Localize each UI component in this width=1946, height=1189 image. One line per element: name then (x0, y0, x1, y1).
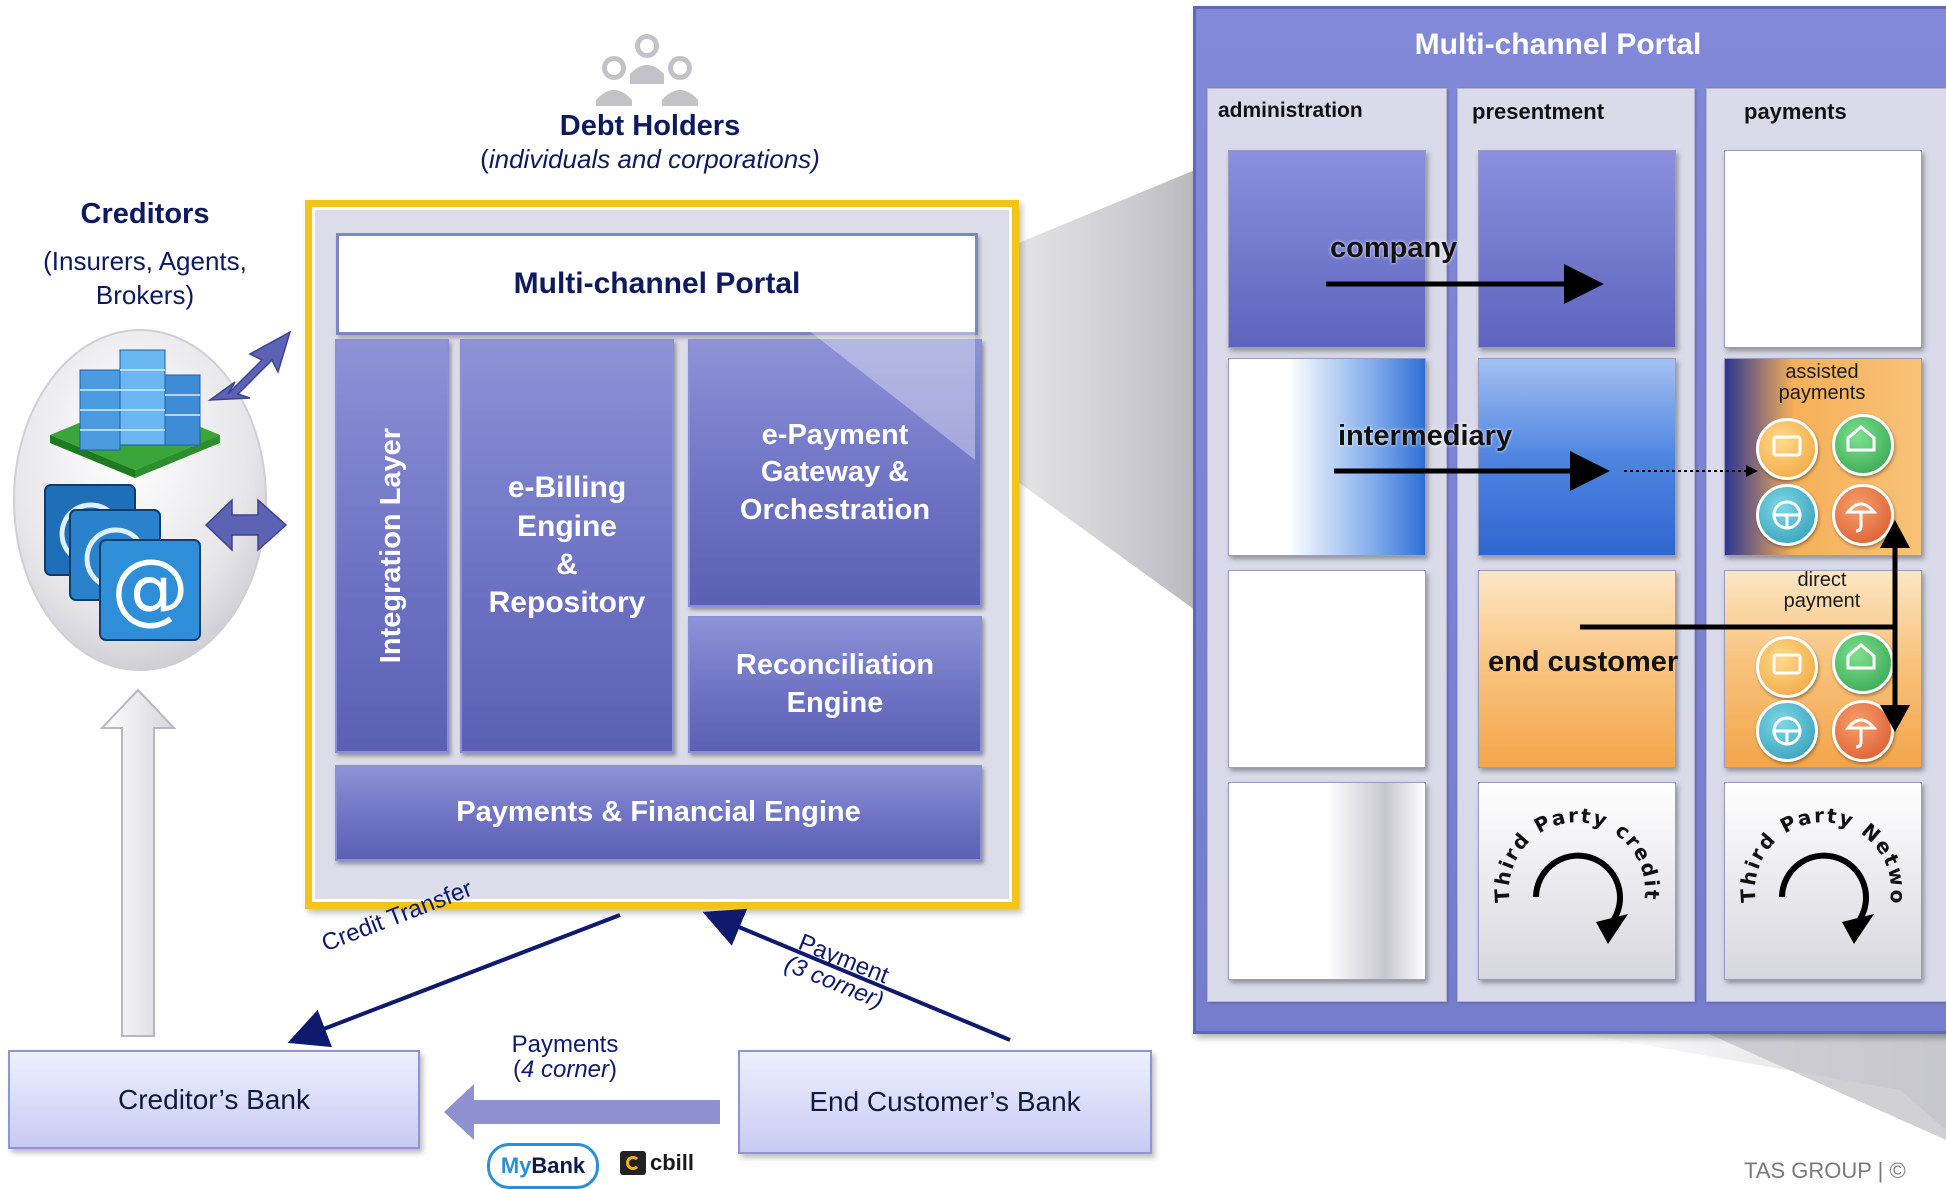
ebilling-engine: e-Billing Engine & Repository (460, 339, 674, 753)
mybank-bank: Bank (531, 1153, 586, 1178)
cell-admin-intermediary (1228, 358, 1426, 556)
cell-payments-third-party (1724, 782, 1922, 980)
end-customer-bank-label: End Customer’s Bank (809, 1086, 1081, 1117)
reconciliation-line-1: Reconciliation (735, 649, 935, 682)
umbrella-icon (1832, 484, 1894, 546)
ebilling-line-2: Engine (516, 509, 617, 543)
debt-holders-title: Debt Holders (559, 110, 741, 142)
epayment-gateway: e-Payment Gateway & Orchestration (688, 339, 982, 607)
svg-text:Third Party Network: Third Party Network (1716, 763, 1910, 907)
creditors-bank-label: Creditor’s Bank (118, 1083, 310, 1115)
cbill-logo: cbill (620, 1148, 702, 1178)
svg-text:Third Party creditor: Third Party creditor (1470, 763, 1664, 903)
column-administration-header: administration (1218, 99, 1363, 122)
debt-holders-subtitle: (individuals and corporations) (440, 144, 860, 175)
email-icon: @ @ @ (44, 484, 201, 641)
cell-presentment-end-customer (1478, 570, 1676, 768)
creditors-title: Creditors (80, 198, 210, 230)
column-presentment-header: presentment (1472, 99, 1605, 124)
integration-layer: Integration Layer (335, 339, 449, 753)
portal-box: Multi-channel Portal (336, 233, 978, 335)
home-icon (1832, 414, 1894, 476)
map-icon (1756, 636, 1818, 698)
end-customer-bank-box: End Customer’s Bank (738, 1050, 1152, 1154)
epayment-line-1: e-Payment (761, 419, 909, 452)
reconciliation-engine: Reconciliation Engine (688, 616, 982, 753)
portal-label: Multi-channel Portal (513, 267, 801, 300)
payments-financial-engine: Payments & Financial Engine (335, 765, 982, 861)
ebilling-line-1: e-Billing (507, 471, 627, 505)
building-icon (50, 349, 220, 478)
up-arrow (99, 688, 177, 1037)
direct-line-1: direct (1797, 569, 1847, 591)
debt-holders-subtitle-text: individuals and corporations) (488, 144, 820, 174)
creditors-subtitle-2: Brokers) (95, 280, 195, 310)
assisted-line-1: assisted (1785, 361, 1859, 383)
payments-4-open: ( (512, 1056, 521, 1084)
people-icon (596, 34, 698, 106)
epayment-line-2: Gateway & (760, 456, 910, 489)
row-company-label: company (1330, 232, 1458, 264)
payments-engine-label: Payments & Financial Engine (456, 796, 861, 829)
cell-presentment-company (1478, 150, 1676, 348)
third-party-creditor-label: Third Party creditor (1470, 763, 1662, 903)
creditors-subtitle-1: (Insurers, Agents, (43, 246, 247, 276)
footer-brand: TAS GROUP | © (1744, 1158, 1906, 1183)
direct-line-2: payment (1783, 590, 1861, 612)
cell-admin-third-party (1228, 782, 1426, 980)
zoom-title: Multi-channel Portal (1414, 28, 1702, 61)
mybank-my: My (500, 1153, 532, 1178)
direct-payment-label: direct payment (1724, 570, 1920, 612)
ebilling-line-3: & (556, 548, 578, 581)
cell-presentment-third-party (1478, 782, 1676, 980)
column-payments-header: payments (1744, 99, 1847, 124)
payments-4-close: ) (609, 1056, 618, 1084)
payments-4-sub-text: 4 corner (520, 1056, 610, 1084)
third-party-network-ring: Third Party Network (1716, 763, 1908, 944)
ebilling-line-4: Repository (488, 586, 646, 620)
svg-text:@: @ (111, 544, 189, 634)
third-party-creditor-ring: Third Party creditor (1470, 763, 1662, 944)
payments-4-sub: (4 corner) (480, 1057, 650, 1082)
cell-admin-company (1228, 150, 1426, 348)
cbill-text: cbill (650, 1150, 695, 1175)
payments-4-label: Payments (511, 1031, 619, 1058)
third-party-network-label: Third Party Network (1716, 763, 1908, 907)
row-intermediary-label: intermediary (1338, 420, 1513, 452)
debt-holders-subtitle-open: ( (480, 144, 489, 174)
reconciliation-line-2: Engine (786, 686, 884, 719)
steering-wheel-icon (1756, 700, 1818, 762)
payments-4-corner-label: Payments (4 corner) (480, 1032, 650, 1082)
home-icon (1832, 632, 1894, 694)
steering-wheel-icon (1756, 484, 1818, 546)
cell-admin-end-customer (1228, 570, 1426, 768)
cbill-mark (620, 1151, 646, 1175)
cell-payments-company (1724, 150, 1922, 348)
creditor-link-arrows (204, 330, 292, 552)
assisted-line-2: payments (1778, 382, 1866, 404)
assisted-payments-label: assisted payments (1724, 362, 1920, 404)
epayment-line-3: Orchestration (739, 493, 931, 526)
map-icon (1756, 418, 1818, 480)
creditors-bank-box: Creditor’s Bank (8, 1050, 420, 1149)
row-end-customer-label: end customer (1488, 646, 1679, 678)
